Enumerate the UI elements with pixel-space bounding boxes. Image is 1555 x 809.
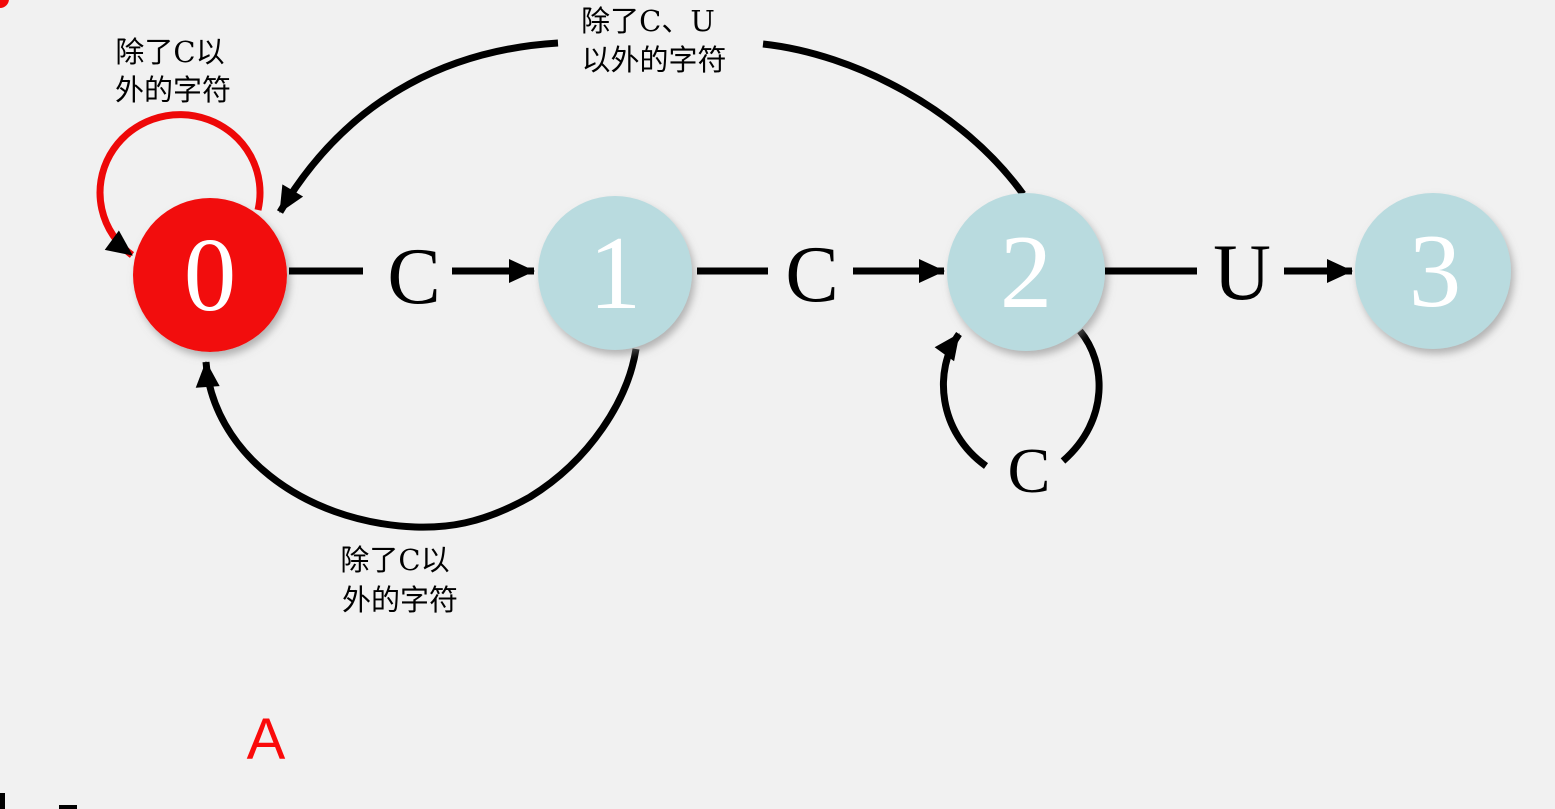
bottom-left-mark-vertical [0, 793, 5, 809]
state-0-circle [133, 198, 287, 352]
state-1-label: 1 [589, 214, 642, 331]
state-1-circle [538, 196, 692, 350]
arc-1-to-0 [195, 348, 640, 531]
self-loop-state2-right-segment [1060, 328, 1103, 464]
state-3-label: 3 [1409, 212, 1462, 329]
bottom-left-mark-horizontal [59, 805, 77, 809]
state-1: 1 [538, 196, 692, 350]
state-0: 0 [133, 198, 287, 352]
arc-1-to-0-label-line1: 除了C以 [340, 543, 449, 577]
self-loop-state0-label-line2: 外的字符 [115, 73, 231, 107]
state-2-label: 2 [1000, 213, 1053, 330]
arc-2-to-0-label: 除了C、U 以外的字符 [581, 4, 726, 77]
self-loop-state0-label-line1: 除了C以 [115, 35, 224, 69]
edge-1-2-label: C [785, 231, 838, 319]
self-loop-state2-label: C [1008, 435, 1051, 506]
self-loop-state2-left-segment [934, 331, 989, 469]
states: 0 1 2 3 [133, 193, 1511, 352]
self-loop-state0-label: 除了C以 外的字符 [115, 35, 231, 107]
arc-1-to-0-label-line2: 外的字符 [342, 583, 458, 617]
state-0-label: 0 [184, 216, 237, 333]
self-loop-state0-arc [96, 111, 264, 258]
arc-2-to-0-right-segment [762, 40, 1026, 197]
edge-2-3-label: U [1213, 229, 1271, 317]
edge-0-1-label: C [387, 233, 440, 321]
state-3-circle [1355, 193, 1511, 349]
arc-2-to-0-label-line2: 以外的字符 [581, 43, 726, 77]
transition-arcs [96, 39, 1103, 531]
annotation-a: A [247, 707, 286, 772]
state-2: 2 [947, 193, 1105, 351]
arc-1-to-0-label: 除了C以 外的字符 [340, 543, 458, 617]
edge-labels: C C U C 除了C以 外的字符 除了C、U 以外的字符 除了C以 外的字符 [115, 4, 1271, 617]
state-3: 3 [1355, 193, 1511, 349]
corner-red-dot [0, 0, 9, 8]
state-2-circle [947, 193, 1105, 351]
arc-2-to-0-left-segment [276, 39, 559, 214]
arc-2-to-0-label-line1: 除了C、U [581, 4, 715, 38]
bottom-edge-artifacts [0, 793, 77, 809]
